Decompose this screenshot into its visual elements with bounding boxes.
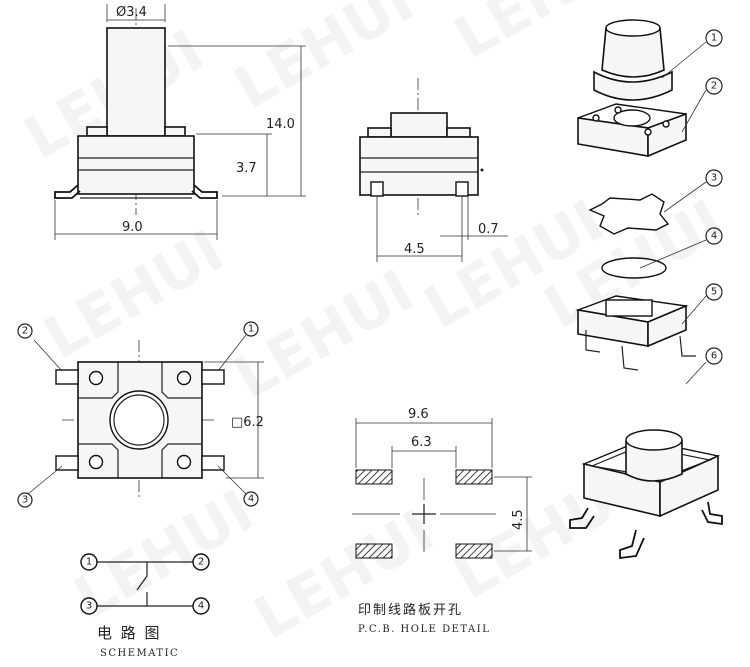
top-view: 2 1 3 4 □6.2 — [17, 321, 264, 508]
dim-pcb-vertical: 4.5 — [511, 509, 526, 530]
pcb-detail: 9.6 6.3 4.5 印制线路板开孔 P.C.B. HOLE DETAIL — [352, 407, 532, 635]
part-callout-3: 3 — [705, 169, 723, 187]
pcb-title-cn: 印制线路板开孔 — [358, 602, 463, 618]
svg-text:1: 1 — [248, 324, 254, 335]
side-bump-right — [164, 126, 186, 137]
pad-bottom-right — [455, 543, 493, 559]
part-callout-6: 6 — [705, 347, 723, 365]
dim-overall-height: 14.0 — [266, 117, 295, 132]
schematic-node-2: 2 — [198, 557, 204, 568]
schematic-node-1: 1 — [86, 557, 92, 568]
dim-top-diameter: Ø3.4 — [116, 5, 147, 20]
dim-body-width: 9.0 — [122, 220, 143, 235]
pin-callout-2: 2 — [17, 323, 33, 339]
pin-callout-3: 3 — [17, 492, 33, 508]
schematic: 1 2 3 4 电 路 图 SCHEMATIC — [80, 553, 210, 659]
pad-bottom-left — [355, 543, 393, 559]
pin-2 — [55, 369, 79, 385]
pin-1 — [201, 369, 225, 385]
dim-body-square: □6.2 — [231, 415, 264, 430]
part-callout-1: 1 — [705, 29, 723, 47]
svg-text:2: 2 — [22, 326, 28, 337]
side-view: 4.5 0.7 — [359, 78, 508, 262]
svg-text:5: 5 — [711, 287, 717, 298]
part-callout-2: 2 — [705, 77, 723, 95]
lead-right — [191, 184, 218, 199]
svg-text:3: 3 — [22, 495, 28, 506]
pcb-title-en: P.C.B. HOLE DETAIL — [358, 624, 490, 635]
pad-top-left — [355, 469, 393, 485]
switch-contact — [136, 575, 148, 591]
dim-body-height: 3.7 — [236, 161, 257, 176]
front-view: Ø3.4 14.0 3.7 9.0 — [54, 4, 306, 240]
dim-pcb-inner: 6.3 — [411, 435, 432, 450]
schematic-node-4: 4 — [198, 601, 204, 612]
svg-text:2: 2 — [711, 81, 717, 92]
dim-pin-width: 0.7 — [478, 222, 499, 237]
pin-right — [455, 181, 469, 197]
assembled-3d-view — [569, 429, 723, 560]
part-callout-5: 5 — [705, 283, 723, 301]
schematic-title-en: SCHEMATIC — [100, 648, 179, 659]
assembled-actuator — [625, 440, 683, 482]
watermark: LEHUI — [223, 0, 425, 122]
part-4-dome — [601, 257, 667, 279]
pin-callout-4: 4 — [243, 491, 259, 507]
pad-top-right — [455, 469, 493, 485]
actuator-top — [390, 112, 448, 138]
part-3-plate — [588, 193, 670, 235]
part-callout-4: 4 — [705, 227, 723, 245]
svg-text:3: 3 — [711, 173, 717, 184]
svg-text:6: 6 — [711, 351, 717, 362]
dim-pin-pitch: 4.5 — [404, 242, 425, 257]
pin-left — [370, 181, 384, 197]
pin-callout-1: 1 — [243, 321, 259, 337]
switch-body — [77, 135, 195, 195]
pin-4 — [201, 455, 225, 471]
schematic-title-cn: 电 路 图 — [97, 624, 162, 642]
side-bump-left — [86, 126, 108, 137]
actuator-circle — [109, 390, 169, 450]
watermark: LEHUI — [33, 216, 235, 372]
svg-text:1: 1 — [711, 33, 717, 44]
exploded-view: 1 2 3 4 5 6 — [575, 19, 723, 385]
schematic-node-3: 3 — [86, 601, 92, 612]
actuator-stem — [106, 27, 166, 137]
svg-text:4: 4 — [711, 231, 717, 242]
svg-text:4: 4 — [248, 494, 254, 505]
lead-left — [54, 184, 81, 199]
dim-pcb-outer: 9.6 — [408, 407, 429, 422]
